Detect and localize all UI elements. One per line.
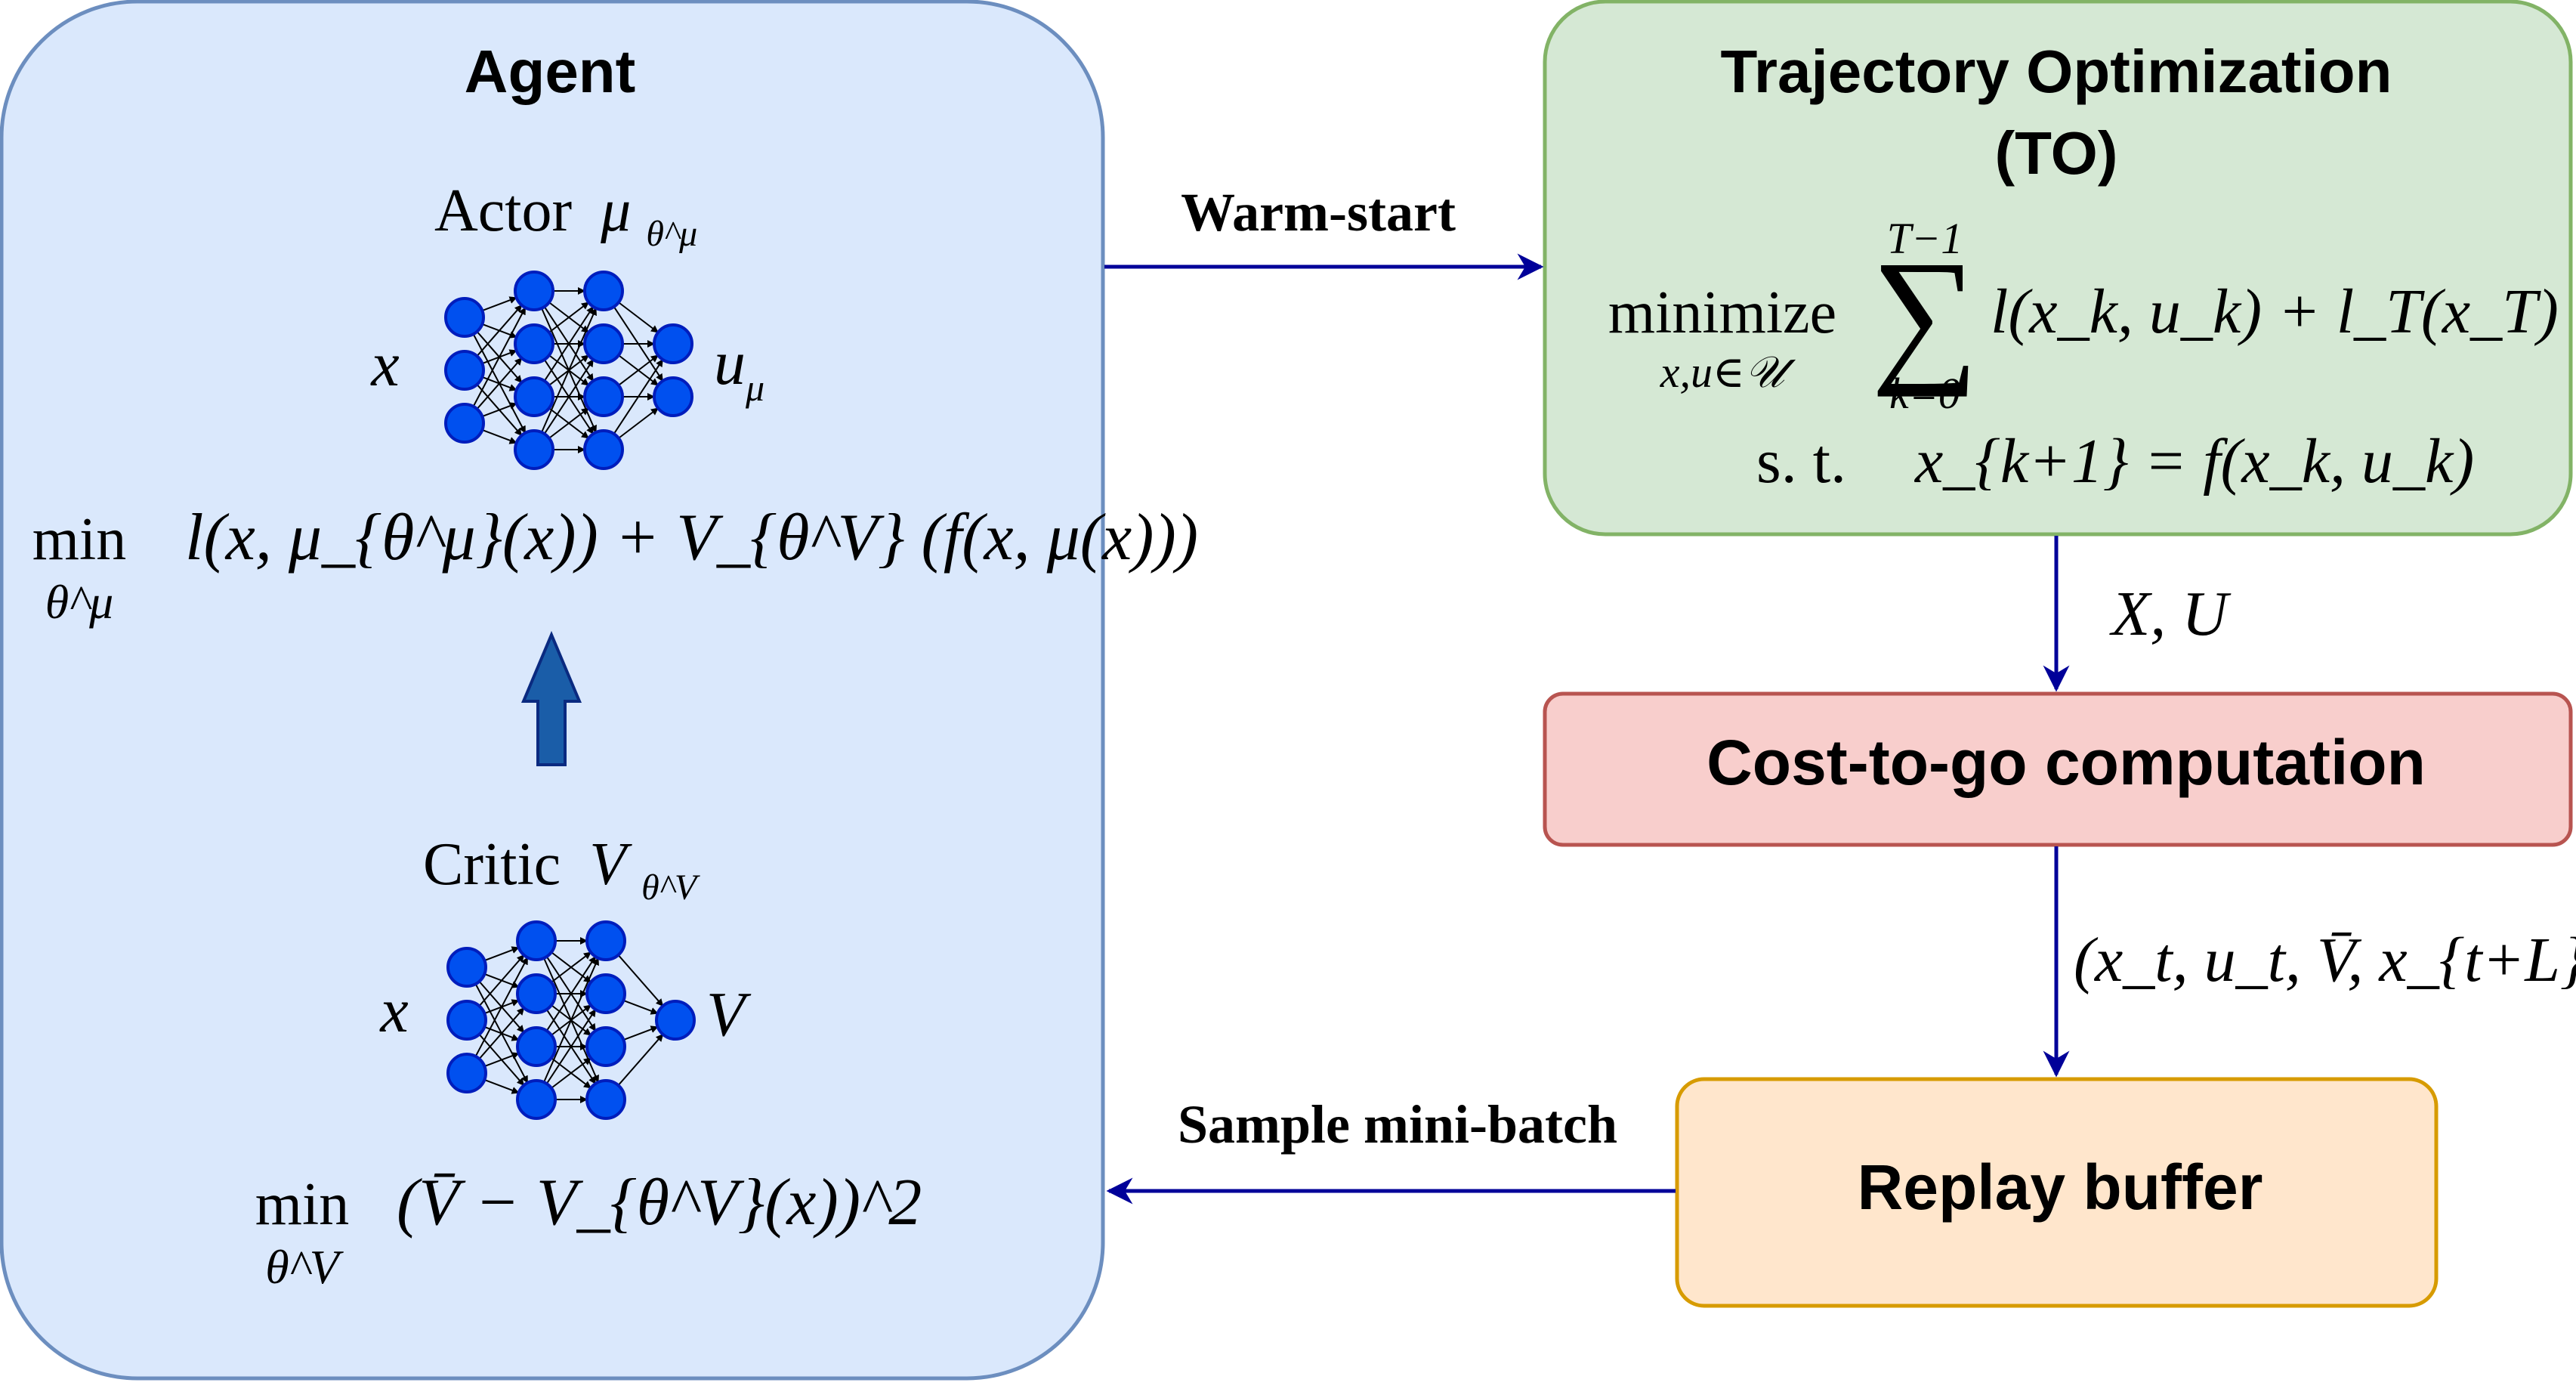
actor-neuron-layer-4 <box>653 376 693 417</box>
to-box: Trajectory Optimization (TO) minimize x,… <box>1543 0 2573 537</box>
actor-neuron-layer-3 <box>583 271 624 311</box>
critic-objective-min-sub: θ^V <box>265 1240 344 1294</box>
actor-connection <box>476 305 523 357</box>
actor-connection <box>541 307 597 433</box>
to-st: s. t. <box>1756 426 1846 496</box>
actor-network <box>444 271 693 470</box>
actor-heading: Actor μ θ^μ <box>434 178 697 254</box>
actor-neuron-layer-1 <box>444 403 485 444</box>
to-objective: l(x_k, u_k) + l_T(x_T) <box>1991 277 2559 347</box>
critic-network <box>446 920 696 1120</box>
critic-connection <box>543 957 599 1083</box>
actor-objective-expr: l(x, μ_{θ^μ}(x)) + V_{θ^V} (f(x, μ(x))) <box>185 501 1198 574</box>
critic-connection <box>617 954 664 1007</box>
critic-connection <box>617 1034 664 1086</box>
critic-connection <box>545 1009 597 1084</box>
actor-connection <box>548 302 589 333</box>
critic-to-actor-arrow <box>520 630 582 766</box>
to-minimize: minimize <box>1608 280 1836 346</box>
actor-connection <box>618 407 659 439</box>
actor-neuron-layer-2 <box>514 429 554 470</box>
replay-box: Replay buffer <box>1675 1077 2439 1308</box>
to-constraint: x_{k+1} = f(x_k, u_k) <box>1913 426 2474 496</box>
critic-neuron-layer-2 <box>516 973 557 1014</box>
to-title-line2: (TO) <box>1995 119 2118 187</box>
to-sum-sign: ∑ <box>1871 230 1979 397</box>
tuple-label: (x_t, u_t, V̄, x_{t+L}) <box>2074 925 2576 995</box>
actor-connection <box>618 302 659 333</box>
critic-connection <box>545 956 597 1031</box>
edges: Warm-start X, U (x_t, u_t, V̄, x_{t+L}) … <box>1104 182 2576 1205</box>
critic-neuron-layer-2 <box>516 920 557 961</box>
actor-neuron-layer-2 <box>514 271 554 311</box>
actor-symbol: μ <box>600 178 631 244</box>
critic-objective-expr: (V̄ − V_{θ^V}(x))^2 <box>397 1166 922 1239</box>
actor-connection <box>482 296 517 312</box>
to-minimize-sub: x,u∈𝒰 <box>1660 348 1796 397</box>
critic-neuron-layer-2 <box>516 1079 557 1120</box>
critic-connection <box>551 1057 591 1089</box>
actor-neuron-layer-3 <box>583 376 624 417</box>
actor-connection <box>618 354 659 386</box>
actor-neuron-layer-3 <box>583 429 624 470</box>
ctg-title: Cost-to-go computation <box>1707 727 2426 798</box>
actor-objective-min: min <box>32 506 126 573</box>
to-sum-lower: k=0 <box>1889 369 1960 418</box>
sample-label: Sample mini-batch <box>1178 1094 1617 1155</box>
agent-title: Agent <box>465 38 636 105</box>
critic-neuron-layer-2 <box>516 1026 557 1067</box>
critic-neuron-layer-4 <box>655 1000 696 1041</box>
critic-output-label: V <box>706 979 752 1050</box>
critic-connection <box>623 1025 659 1041</box>
actor-connection <box>482 402 517 418</box>
actor-connection <box>543 359 595 435</box>
actor-objective-min-sub: θ^μ <box>45 575 114 629</box>
critic-connection <box>484 1052 520 1068</box>
critic-symbol-sub: θ^V <box>641 868 700 908</box>
actor-label: Actor <box>434 178 572 244</box>
actor-neuron-layer-2 <box>514 376 554 417</box>
critic-neuron-layer-3 <box>585 1026 626 1067</box>
critic-neuron-layer-1 <box>446 1000 487 1041</box>
critic-connection <box>478 954 525 1007</box>
critic-connection <box>551 951 591 983</box>
actor-connection <box>482 428 517 444</box>
critic-connection <box>478 1007 525 1059</box>
critic-input-label: x <box>378 976 408 1046</box>
critic-objective-min: min <box>255 1171 349 1238</box>
to-sum-upper: T−1 <box>1887 214 1963 263</box>
warm-start-label: Warm-start <box>1181 182 1456 243</box>
critic-neuron-layer-3 <box>585 973 626 1014</box>
actor-connection <box>548 407 589 439</box>
actor-neuron-layer-1 <box>444 297 485 338</box>
actor-connection <box>476 357 523 410</box>
critic-connection <box>623 999 659 1015</box>
critic-neuron-layer-1 <box>446 947 487 988</box>
critic-neuron-layer-3 <box>585 920 626 961</box>
actor-connection <box>543 306 595 382</box>
replay-title: Replay buffer <box>1858 1152 2263 1223</box>
critic-connection <box>484 1078 520 1094</box>
actor-neuron-layer-4 <box>653 323 693 364</box>
critic-connection <box>474 957 529 1057</box>
actor-connection <box>613 359 664 435</box>
critic-connection <box>484 946 520 962</box>
critic-symbol: V <box>589 831 632 898</box>
critic-neuron-layer-1 <box>446 1053 487 1093</box>
actor-neuron-layer-1 <box>444 350 485 391</box>
ctg-box: Cost-to-go computation <box>1543 691 2573 847</box>
to-title-line1: Trajectory Optimization <box>1720 38 2392 105</box>
critic-neuron-layer-3 <box>585 1079 626 1120</box>
actor-input-label: x <box>369 329 399 400</box>
actor-symbol-sub: θ^μ <box>646 214 697 254</box>
xu-label: X, U <box>2109 579 2232 649</box>
actor-neuron-layer-3 <box>583 323 624 364</box>
critic-label: Critic <box>423 831 561 898</box>
actor-output-label: uμ <box>714 328 764 409</box>
agent-box: Agent Actor μ θ^μ x uμ min θ^μ l(x, μ_{θ… <box>0 0 1198 1381</box>
actor-connection <box>472 307 527 407</box>
critic-heading: Critic V θ^V <box>423 831 700 908</box>
actor-neuron-layer-2 <box>514 323 554 364</box>
